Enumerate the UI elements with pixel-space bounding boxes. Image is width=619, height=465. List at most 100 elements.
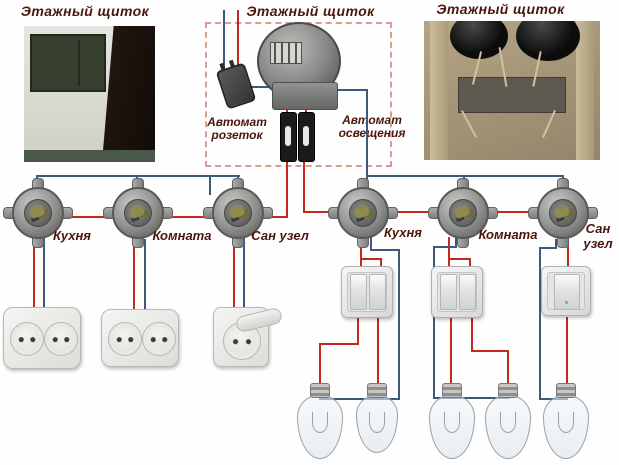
wire-group1-bulb-bus (319, 398, 400, 400)
wire-to-breaker-2 (305, 106, 307, 114)
switch-rocker (554, 274, 580, 310)
wire-switch1-in-right (380, 258, 382, 268)
wire-switch1-in-left (360, 258, 362, 268)
junction-box-bathroom-sockets (203, 178, 273, 248)
meter-register (270, 42, 302, 64)
double-socket-room (101, 309, 179, 367)
breaker-lighting-label-line2: освещения (338, 126, 406, 141)
photo-apartment-door (102, 26, 155, 162)
bulb1-glass (297, 395, 343, 459)
floor-panel-photo-left (24, 26, 155, 162)
junction-box-body (212, 187, 264, 239)
room-label-kitchen-sockets: Кухня (53, 228, 91, 243)
wire-switch2-out-right (471, 318, 473, 352)
switch-rocker (459, 274, 476, 310)
wire-group2-neutral-a (455, 237, 457, 248)
socket-outlet (44, 322, 78, 356)
breaker-lighting-label: Автомат освещения (328, 113, 416, 141)
floor-panel-photo-right (424, 21, 600, 160)
wire-group2-neutral-b (433, 246, 457, 248)
wire-switch1-out-left (357, 318, 359, 345)
socket-outlet (142, 322, 176, 356)
breaker-lighting (298, 112, 315, 162)
wire-socket3-neutral (243, 237, 245, 311)
room-label-room-sockets: Комната (152, 228, 212, 243)
wire-riser-phase (237, 10, 239, 68)
floor-panel-title-left: Этажный щиток (20, 3, 150, 19)
wire-switch2-out-right-h (471, 350, 509, 352)
wire-neutral-riser-right (366, 89, 368, 197)
bulb4-cap (498, 383, 518, 398)
photo-terminal-block (458, 77, 566, 113)
socket-outlet (10, 322, 44, 356)
wire-neutral-bus-right (366, 175, 564, 177)
bulb2-glass (356, 395, 398, 453)
wire-to-breaker-1 (286, 106, 288, 114)
junction-box-body (12, 187, 64, 239)
wire-switch2-feed (448, 237, 450, 260)
bulb1-cap (310, 383, 330, 398)
wire-group3-neutral-down (539, 247, 541, 399)
double-socket-kitchen (3, 307, 81, 369)
photo-frame-left (430, 21, 448, 160)
breaker-sockets-label-line1: Автомат (207, 115, 267, 129)
wire-sockets-breaker-down (286, 160, 288, 218)
double-switch-room (431, 266, 483, 318)
junction-box-room-sockets (103, 178, 173, 248)
wire-switch2-in-left (448, 258, 450, 268)
wire-riser-neutral (223, 10, 225, 68)
photo-wire (541, 109, 557, 139)
breaker-sockets-label-line2: розеток (211, 128, 263, 143)
switch-rocker (440, 274, 457, 310)
wire-neutral-stub-box3 (209, 177, 211, 195)
wire-bulb4-phase (507, 350, 509, 387)
bulb5-cap (556, 383, 576, 398)
bulb3-glass (429, 395, 475, 459)
wire-group3-neutral-b (539, 247, 557, 249)
wire-switch2-bridge (448, 258, 471, 260)
meter-terminal-box (272, 82, 338, 110)
covered-socket-bathroom (213, 306, 284, 367)
room-label-bathroom-lights-line1: Сан (585, 221, 611, 236)
junction-box-body (437, 187, 489, 239)
room-label-room-lights: Комната (478, 227, 538, 242)
wire-group3-neutral-a (555, 239, 557, 249)
wire-socket2-neutral (144, 239, 146, 313)
wire-group1-neutral-down (398, 249, 400, 400)
wire-group2-bulb-bus (433, 397, 510, 399)
floor-panel-title-center: Этажный щиток (246, 3, 375, 19)
bulb4-glass (485, 395, 531, 459)
photo-baseboard (24, 150, 155, 162)
wire-switch1-out-left-h (319, 343, 359, 345)
wire-lighting-breaker-down (303, 160, 305, 213)
floor-panel-title-right: Этажный щиток (436, 1, 565, 17)
photo-panel-door (30, 34, 106, 92)
photo-frame-right (576, 21, 594, 160)
wire-bulb5-phase (566, 317, 568, 387)
junction-box-body (537, 187, 589, 239)
photo-meter-2 (516, 21, 580, 61)
wire-bulb3-phase (450, 318, 452, 387)
wire-neutral-bus-left (36, 175, 240, 177)
wire-group2-neutral-down (433, 246, 435, 399)
switch-rocker (350, 274, 367, 310)
breaker-sockets (280, 112, 297, 162)
wire-socket1-neutral (43, 237, 45, 311)
wire-switch3-feed (567, 240, 569, 268)
junction-box-kitchen-sockets (3, 178, 73, 248)
bulb2-cap (367, 383, 387, 398)
single-switch-bathroom (541, 266, 591, 316)
photo-wire (461, 110, 477, 138)
breaker-lighting-label-line1: Автомат (342, 113, 402, 127)
double-switch-kitchen (341, 266, 393, 318)
wire-switch2-in-right (469, 258, 471, 268)
junction-box-body (337, 187, 389, 239)
wire-switch1-feed (360, 237, 362, 260)
junction-box-bathroom-lights (528, 178, 598, 248)
wire-meter-neutral-out (316, 89, 368, 91)
wire-socket2-phase (133, 239, 135, 313)
socket-cover-flap (234, 306, 284, 334)
room-label-bathroom-lights-line2: узел (583, 235, 613, 251)
breaker-sockets-label: Автомат розеток (198, 115, 276, 143)
